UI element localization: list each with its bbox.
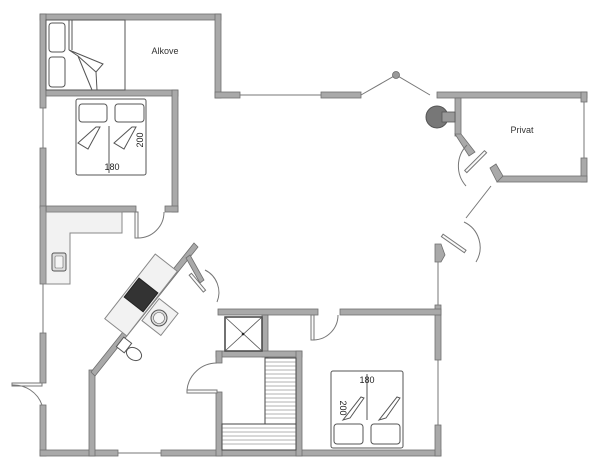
wood-stove bbox=[425, 105, 456, 129]
door-bathroom bbox=[188, 272, 207, 293]
walls bbox=[39, 13, 588, 457]
bed1-width: 180 bbox=[104, 162, 119, 172]
door-sauna bbox=[186, 389, 218, 394]
alkove-bed bbox=[45, 19, 126, 91]
bed1-length: 200 bbox=[135, 132, 145, 147]
bed-lower-right: 180 200 bbox=[330, 370, 404, 449]
bed-upper-left: 180 200 bbox=[75, 98, 147, 176]
toilet bbox=[115, 336, 143, 362]
stove-cooktop bbox=[123, 277, 159, 313]
door-right bbox=[440, 233, 467, 254]
window-diagonal bbox=[465, 185, 492, 219]
kitchen-counter bbox=[45, 211, 123, 285]
bed2-width: 180 bbox=[359, 375, 374, 385]
doors bbox=[11, 144, 488, 406]
room-label-alkove: Alkove bbox=[151, 46, 178, 56]
sauna-slats bbox=[222, 361, 296, 445]
shower bbox=[224, 316, 263, 352]
windows bbox=[42, 71, 585, 454]
room-label-privat: Privat bbox=[510, 125, 534, 135]
sauna-benches bbox=[221, 357, 297, 451]
bed2-length: 200 bbox=[338, 400, 348, 415]
door-bedroom bbox=[134, 211, 139, 239]
door-privat bbox=[463, 149, 488, 174]
kitchen-island bbox=[104, 253, 179, 337]
door-bedroom2 bbox=[310, 314, 315, 341]
